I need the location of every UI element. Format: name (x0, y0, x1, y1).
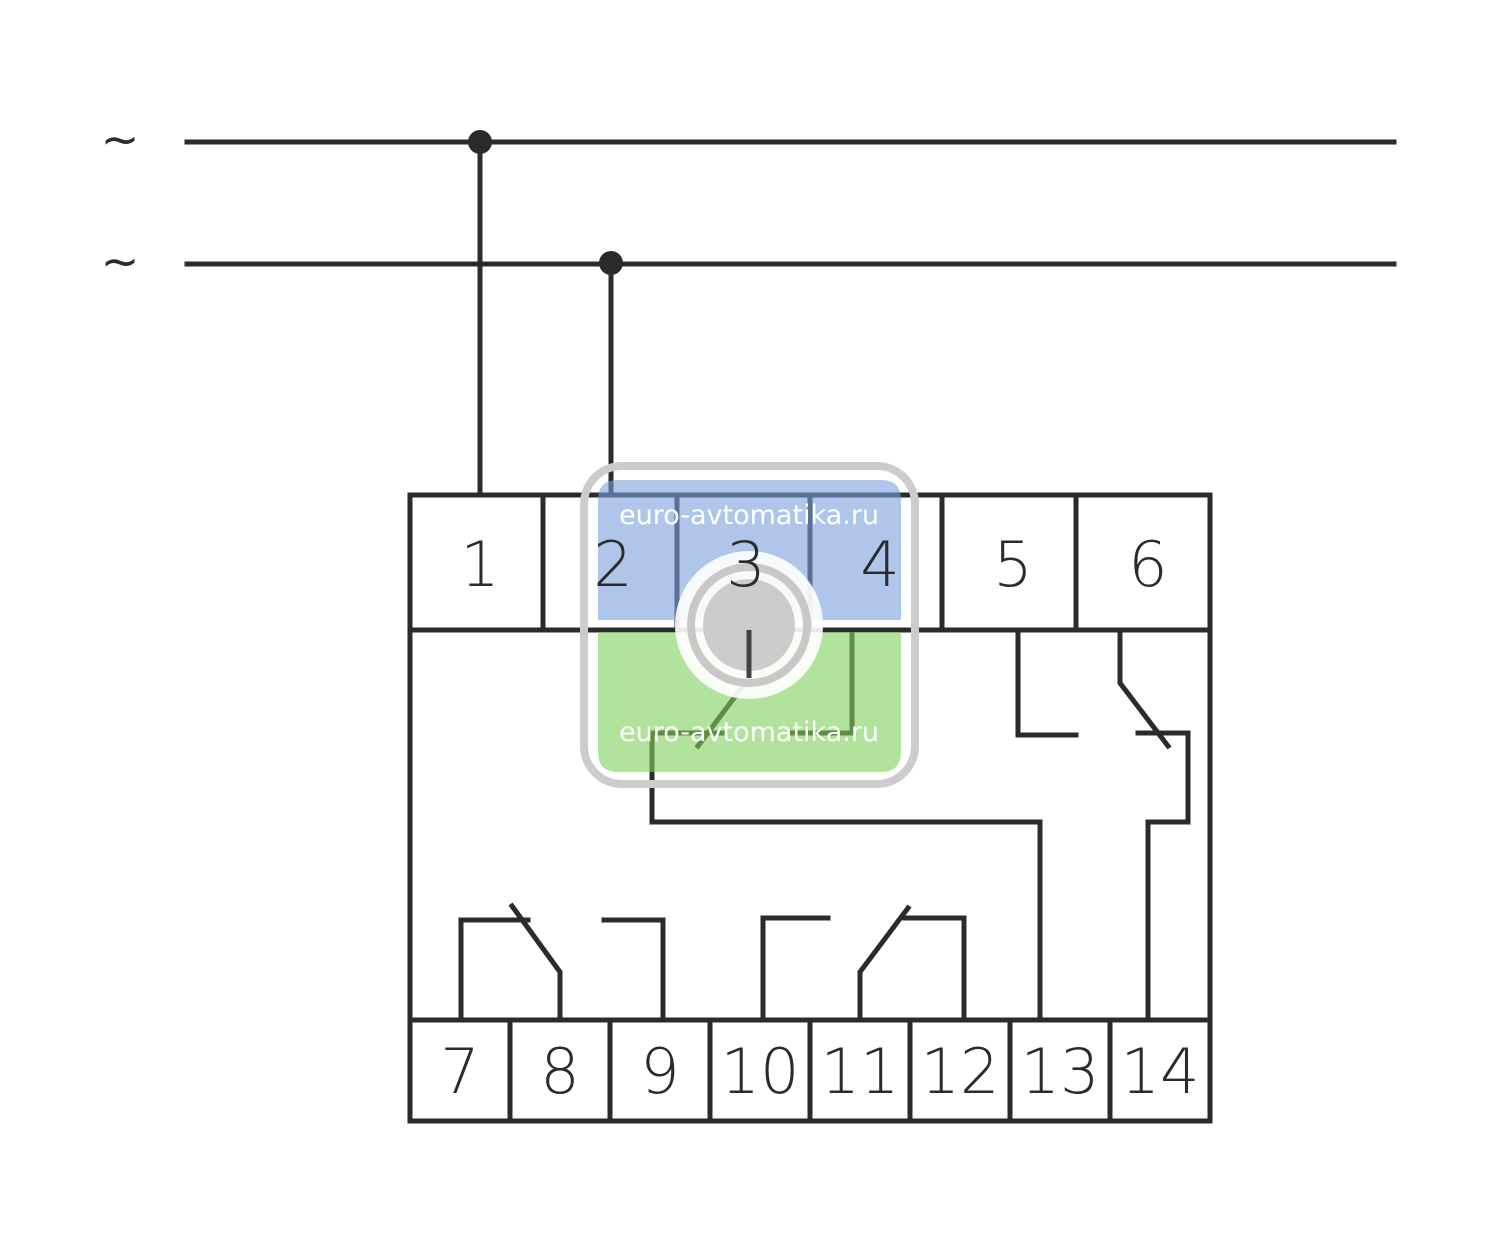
phase-label-2: ~ (101, 234, 140, 288)
terminal-7: 7 (440, 1035, 479, 1108)
terminal-12: 12 (921, 1035, 1000, 1108)
watermark-text-top: euro-avtomatika.ru (619, 500, 879, 531)
junction-dot (468, 130, 492, 154)
terminal-5: 5 (993, 528, 1032, 601)
terminal-11: 11 (821, 1035, 900, 1108)
terminal-9: 9 (640, 1035, 679, 1108)
junction-dot (599, 251, 623, 275)
device-body (407, 492, 1213, 1124)
terminal-10: 10 (721, 1035, 800, 1108)
terminal-3: 3 (726, 528, 765, 601)
phase-label-1: ~ (101, 112, 140, 166)
terminal-8: 8 (540, 1035, 579, 1108)
terminal-14: 14 (1121, 1035, 1200, 1108)
watermark-logo: euro-avtomatika.ru euro-avtomatika.ru (580, 462, 919, 788)
terminal-2: 2 (593, 528, 632, 601)
watermark-text-bottom: euro-avtomatika.ru (619, 717, 879, 748)
terminal-4: 4 (860, 528, 899, 601)
terminal-13: 13 (1021, 1035, 1100, 1108)
terminal-6: 6 (1128, 528, 1167, 601)
terminal-1: 1 (460, 528, 499, 601)
supply-lines (184, 130, 1397, 498)
